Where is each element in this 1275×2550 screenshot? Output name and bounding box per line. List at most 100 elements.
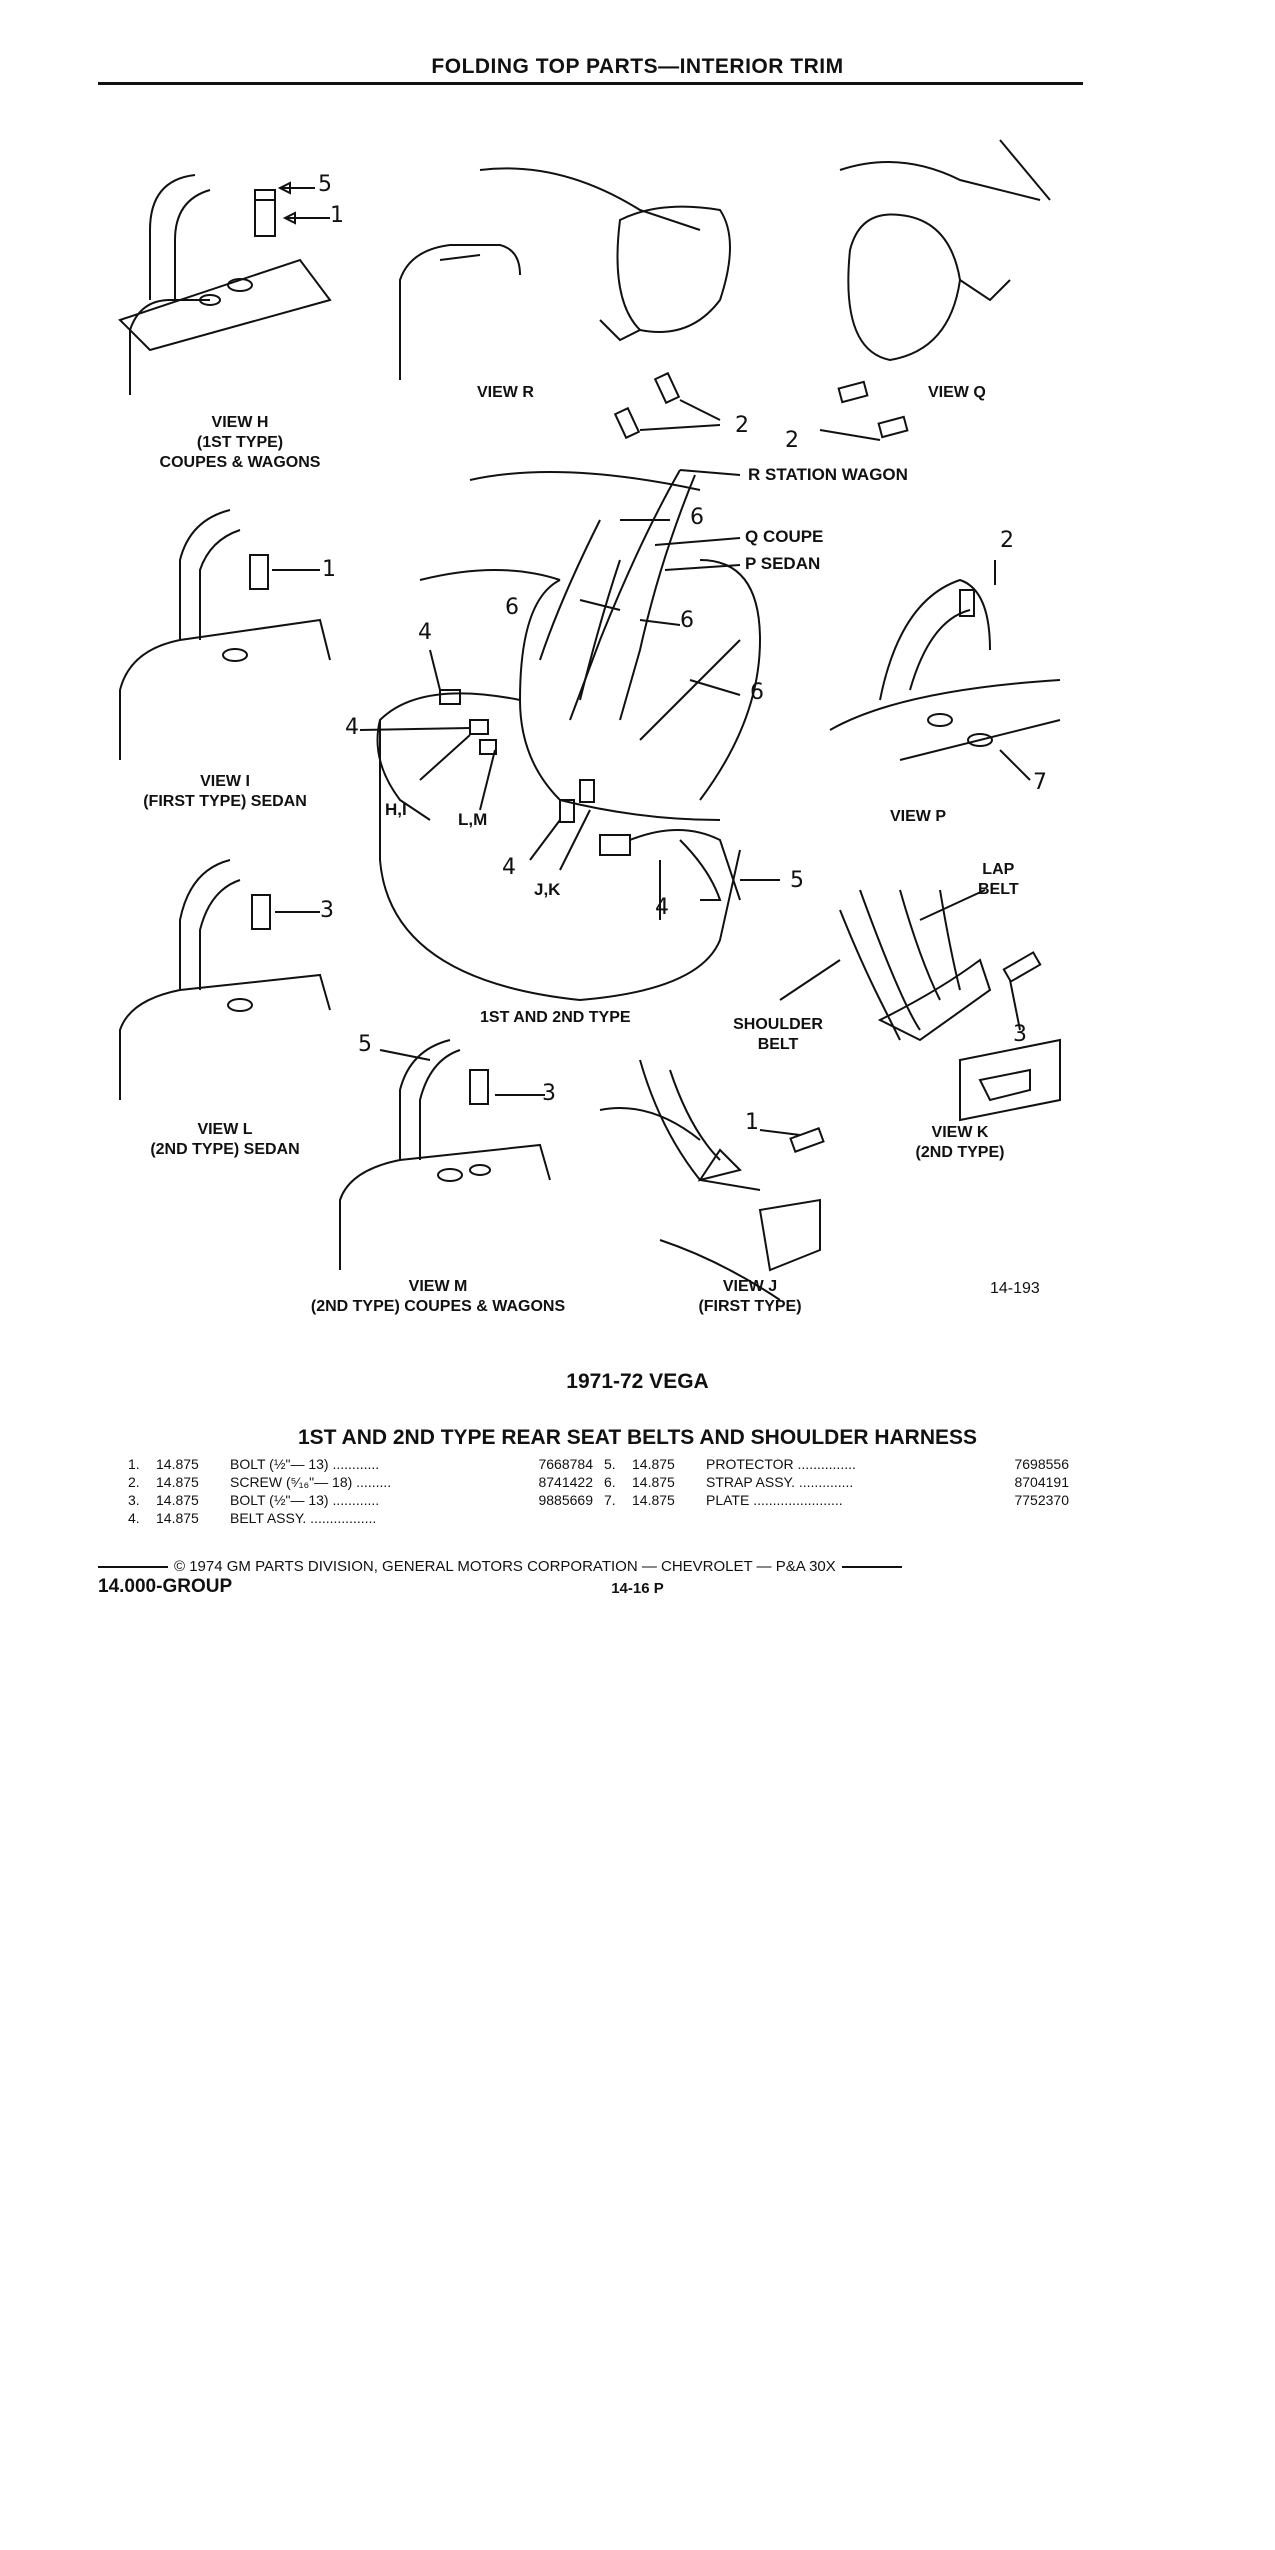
part-number (513, 1509, 593, 1527)
view-h-label: VIEW H (1ST TYPE) COUPES & WAGONS (135, 413, 345, 473)
view-k-label: VIEW K (2ND TYPE) (900, 1123, 1020, 1163)
callout-4-lower: 4 (502, 855, 516, 880)
page-header: FOLDING TOP PARTS—INTERIOR TRIM (431, 55, 844, 78)
view-r-drawing (399, 167, 731, 440)
view-i-label: VIEW I (FIRST TYPE) SEDAN (125, 772, 325, 812)
shoulder-belt-line2: BELT (757, 1036, 799, 1053)
callout-jk: J,K (534, 880, 561, 899)
view-q-label: VIEW Q (928, 384, 986, 401)
shoulder-belt-line1: SHOULDER (733, 1016, 823, 1033)
part-description: SCREW (⁵⁄₁₆"— 18) ......... (230, 1474, 392, 1490)
callout-6-upper: 6 (690, 505, 704, 530)
part-number: 9885669 (538, 1492, 593, 1508)
group-label: 14.000-GROUP (98, 1576, 233, 1597)
callout-6-mid: 6 (680, 608, 694, 633)
part-group: 14.875 (156, 1510, 199, 1526)
part-index: 7. (604, 1492, 616, 1508)
view-l-title: VIEW L (197, 1121, 253, 1138)
callout-3-view-k: 3 (1013, 1022, 1027, 1047)
part-group: 14.875 (156, 1456, 199, 1472)
part-description: PROTECTOR ............... (706, 1456, 856, 1472)
view-l-drawing (119, 859, 331, 1100)
view-j-label: VIEW J (FIRST TYPE) (690, 1277, 810, 1317)
callout-1-view-h: 1 (330, 203, 344, 228)
callout-1-view-i: 1 (322, 557, 336, 582)
view-k-drawing (779, 889, 1061, 1122)
callout-lap-belt: LAP BELT (978, 860, 1019, 900)
part-number: 7698556 (1014, 1456, 1069, 1472)
part-number: 8741422 (538, 1474, 593, 1490)
callout-q-coupe: Q COUPE (745, 527, 824, 546)
part-group: 14.875 (632, 1492, 675, 1508)
lap-belt-line2: BELT (978, 881, 1019, 898)
part-index: 2. (128, 1474, 140, 1490)
view-k-title: VIEW K (931, 1124, 989, 1141)
view-h-drawing (118, 174, 332, 395)
view-r-label: VIEW R (477, 384, 534, 401)
view-h-subtitle: (1ST TYPE) (196, 434, 284, 451)
callout-6-left: 6 (505, 595, 519, 620)
callout-6-right: 6 (750, 680, 764, 705)
callout-5-seat: 5 (790, 868, 804, 893)
view-m-title: VIEW M (408, 1278, 468, 1295)
callout-lm: L,M (458, 810, 488, 829)
view-i-title: VIEW I (200, 773, 250, 790)
callout-4-bottom: 4 (655, 895, 669, 920)
callout-2-view-q: 2 (785, 428, 799, 453)
view-m-drawing (339, 1039, 551, 1270)
view-k-subtitle: (2ND TYPE) (915, 1144, 1005, 1161)
lap-belt-line1: LAP (982, 861, 1015, 878)
copyright-line: © 1974 GM PARTS DIVISION, GENERAL MOTORS… (98, 1558, 1043, 1575)
callout-shoulder-belt: SHOULDER BELT (728, 1015, 828, 1055)
part-group: 14.875 (632, 1474, 675, 1490)
part-description: BOLT (½"— 13) ............ (230, 1492, 380, 1508)
callout-1-view-j: 1 (745, 1110, 759, 1135)
part-group: 14.875 (156, 1492, 199, 1508)
view-p-drawing (829, 560, 1061, 781)
parts-list-right: 5. 14.875 PROTECTOR ............... 7698556… (604, 1455, 1069, 1509)
callout-5-view-h: 5 (318, 172, 332, 197)
callout-5-view-m: 5 (358, 1032, 372, 1057)
figure-number: 14-193 (990, 1280, 1040, 1297)
view-q-drawing (819, 139, 1051, 441)
part-index: 5. (604, 1456, 616, 1472)
callout-3-view-m: 3 (542, 1081, 556, 1106)
view-j-title: VIEW J (722, 1278, 778, 1295)
parts-row: 3. 14.875 BOLT (½"— 13) ............ 988566… (128, 1491, 593, 1509)
view-p-label: VIEW P (890, 808, 947, 825)
part-group: 14.875 (632, 1456, 675, 1472)
part-index: 3. (128, 1492, 140, 1508)
view-i-subtitle: (FIRST TYPE) SEDAN (143, 793, 307, 810)
copyright-text: © 1974 GM PARTS DIVISION, GENERAL MOTORS… (174, 1558, 836, 1575)
callout-r-station-wagon: R STATION WAGON (748, 465, 908, 484)
part-index: 4. (128, 1510, 140, 1526)
view-m-label: VIEW M (2ND TYPE) COUPES & WAGONS (283, 1277, 593, 1317)
part-description: PLATE ....................... (706, 1492, 843, 1508)
copyright-rule-right (841, 1565, 902, 1568)
callout-4-upper: 4 (418, 620, 432, 645)
callout-2-view-r: 2 (735, 413, 749, 438)
header-rule (98, 82, 1083, 85)
copyright-rule-left (98, 1565, 168, 1568)
parts-row: 5. 14.875 PROTECTOR ............... 7698556 (604, 1455, 1069, 1473)
part-number: 8704191 (1014, 1474, 1069, 1490)
view-j-drawing (599, 1059, 825, 1301)
view-j-subtitle: (FIRST TYPE) (698, 1298, 802, 1315)
view-l-label: VIEW L (2ND TYPE) SEDAN (125, 1120, 325, 1160)
callout-p-sedan: P SEDAN (745, 554, 821, 573)
part-number: 7668784 (538, 1456, 593, 1472)
part-description: STRAP ASSY. .............. (706, 1474, 854, 1490)
callout-2-view-p: 2 (1000, 528, 1014, 553)
part-description: BOLT (½"— 13) ............ (230, 1456, 380, 1472)
parts-list-title: 1ST AND 2ND TYPE REAR SEAT BELTS AND SHO… (297, 1426, 978, 1449)
model-title: 1971-72 VEGA (566, 1370, 709, 1393)
type-caption: 1ST AND 2ND TYPE (480, 1009, 631, 1026)
callout-7-view-p: 7 (1033, 770, 1047, 795)
callout-hi: H,I (385, 800, 407, 819)
view-h-title: VIEW H (211, 414, 269, 431)
